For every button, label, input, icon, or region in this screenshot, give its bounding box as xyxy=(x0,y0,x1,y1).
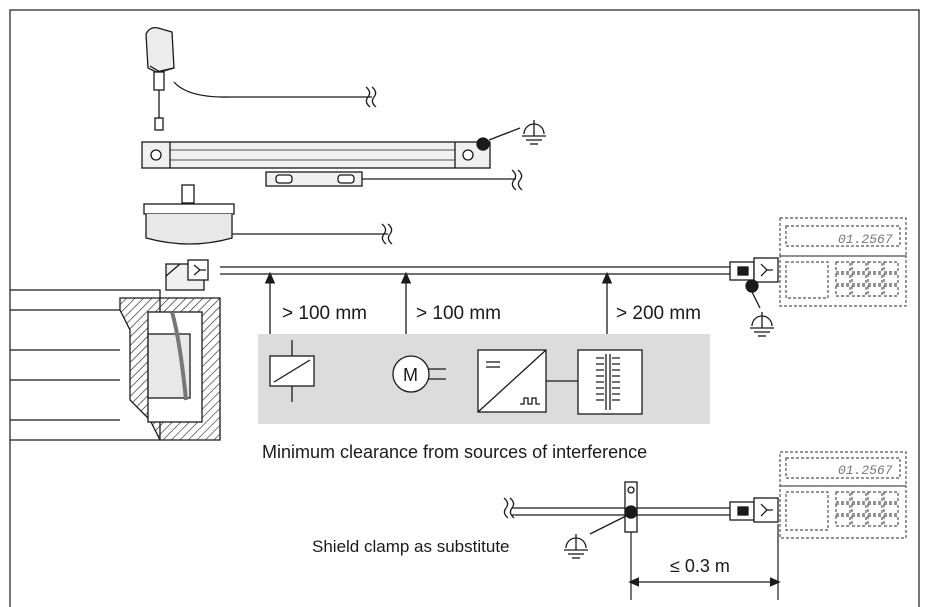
lower-cable xyxy=(503,497,730,519)
connector-icon xyxy=(729,497,779,523)
shield-clamp-label: Shield clamp as substitute xyxy=(312,537,510,556)
ground-symbol-icon xyxy=(750,312,774,337)
max-distance-label: ≤ 0.3 m xyxy=(670,556,730,576)
display-readout: 01.2567 xyxy=(838,232,893,247)
relay-icon xyxy=(269,340,315,402)
encoder-cable xyxy=(220,266,730,275)
clearance-label-motor: > 100 mm xyxy=(416,303,502,324)
rotary-encoder-icon xyxy=(143,184,393,245)
motor-icon: M xyxy=(392,355,446,393)
frequency-inverter-icon xyxy=(477,349,578,413)
distance-dimension xyxy=(628,524,781,600)
connector-icon xyxy=(187,259,209,281)
clearance-label-transformer: > 200 mm xyxy=(616,303,702,324)
connector-icon xyxy=(729,257,779,309)
linear-encoder-icon xyxy=(141,127,523,191)
svg-text:M: M xyxy=(403,365,418,385)
display-readout: 01.2567 xyxy=(838,463,893,478)
ground-symbol-icon xyxy=(522,120,546,145)
machine-section xyxy=(10,263,221,441)
display-unit-icon xyxy=(779,217,907,307)
power-supply-icon xyxy=(145,26,377,131)
transformer-icon xyxy=(577,349,643,415)
ground-symbol-icon xyxy=(564,534,588,559)
diagram-caption: Minimum clearance from sources of interf… xyxy=(262,442,648,462)
display-unit-icon xyxy=(779,451,907,539)
clearance-label-relay: > 100 mm xyxy=(282,303,368,324)
